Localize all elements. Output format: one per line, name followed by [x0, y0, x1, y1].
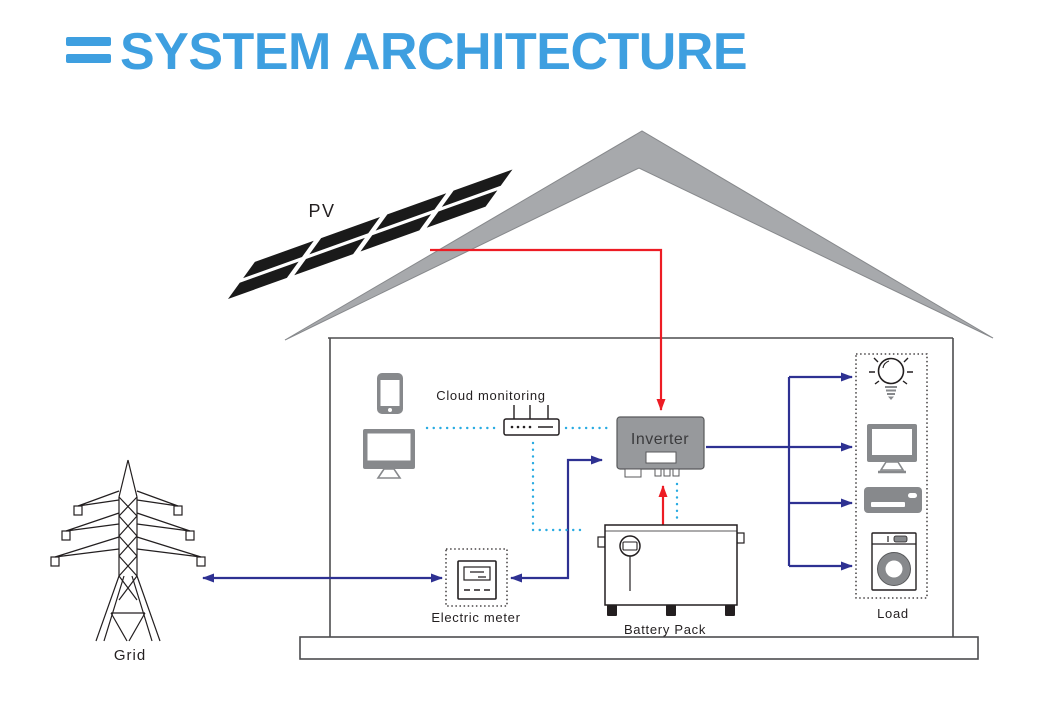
- equals-bar: [66, 54, 111, 63]
- smartphone-icon: [377, 373, 403, 414]
- pv-panel: [294, 237, 365, 276]
- electric-meter-label: Electric meter: [431, 610, 520, 625]
- house-foundation: [299, 636, 979, 660]
- meter-icon: [457, 560, 497, 600]
- load-section: Load: [855, 353, 928, 621]
- link-router-battery: [531, 441, 588, 532]
- roof: [284, 130, 994, 341]
- pv-panel: [375, 193, 447, 231]
- pv-panel: [441, 169, 513, 207]
- inverter-box: Inverter: [616, 416, 705, 478]
- load-label: Load: [877, 606, 909, 621]
- grid-label: Grid: [114, 647, 146, 664]
- inverter-label: Inverter: [631, 431, 689, 448]
- desktop-monitor-icon: [363, 429, 415, 479]
- pv-panel: [243, 240, 314, 279]
- air-conditioner-icon: [864, 487, 922, 513]
- battery-foot: [607, 605, 617, 616]
- washing-machine-icon: [871, 532, 917, 591]
- pv-panel: [360, 214, 432, 252]
- slide-header: SYSTEM ARCHITECTURE: [0, 0, 1060, 100]
- house-outline: [299, 337, 979, 660]
- computer-monitor-icon: [867, 424, 917, 474]
- battery-pack-label: Battery Pack: [624, 622, 706, 637]
- load-dotted-box: [855, 353, 928, 599]
- equals-icon: [66, 37, 111, 64]
- wire-pv-inverter: [430, 248, 666, 411]
- equals-bar: [66, 37, 111, 46]
- pv-array: [228, 169, 513, 299]
- meter-dotted-box: [445, 548, 508, 607]
- cloud-monitoring-label: Cloud monitoring: [436, 388, 545, 403]
- pv-panel: [309, 216, 381, 255]
- page-title: SYSTEM ARCHITECTURE: [120, 23, 748, 81]
- wire-meter-inverter: [510, 455, 603, 583]
- transmission-tower-icon: [50, 459, 206, 642]
- wifi-router-icon: [503, 405, 560, 436]
- pv-panel: [426, 190, 498, 228]
- electric-meter: Electric meter: [431, 548, 520, 625]
- battery-foot: [666, 605, 676, 616]
- pv-panel: [228, 261, 299, 299]
- pv-label: PV: [308, 201, 335, 221]
- power-wires-navy: [202, 372, 853, 583]
- battery-pack: Battery Pack: [597, 524, 745, 637]
- monitoring-links-cyan: [425, 426, 679, 532]
- battery-foot: [725, 605, 735, 616]
- light-bulb-icon: [869, 357, 913, 400]
